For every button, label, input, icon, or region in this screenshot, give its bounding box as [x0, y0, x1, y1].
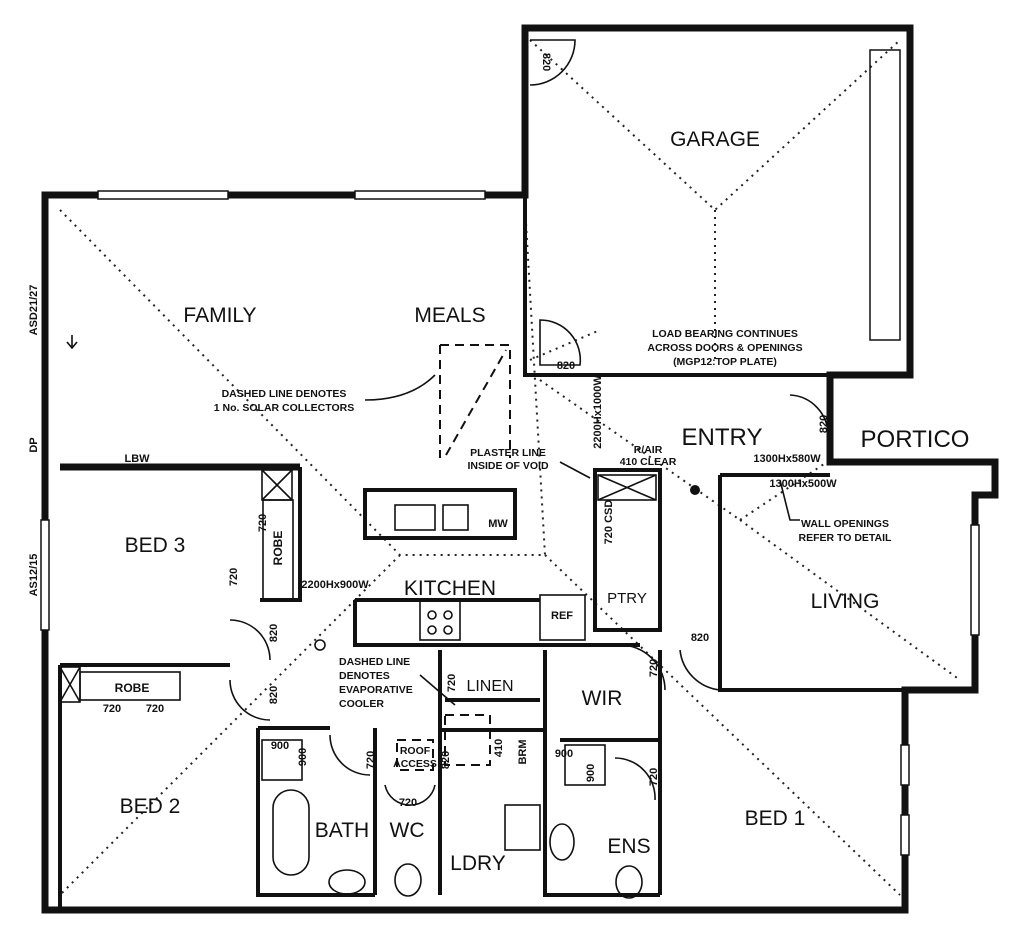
room-bath: BATH — [315, 819, 369, 842]
dim-820: 820 — [440, 751, 452, 769]
note-plaster: PLASTER LINE — [470, 447, 546, 459]
lbw-label: LBW — [124, 453, 150, 465]
dim-opening-1: 2200Hx1000W — [592, 375, 604, 449]
room-wc: WC — [390, 819, 425, 842]
note-load-bearing: (MGP12:TOP PLATE) — [673, 356, 777, 368]
note-roof-access: ACCESS — [393, 758, 437, 770]
note-rair: R/AIR — [634, 444, 663, 456]
dim-820: 820 — [268, 624, 280, 642]
room-family: FAMILY — [183, 304, 256, 327]
room-kitchen: KITCHEN — [404, 577, 496, 600]
label-dp: DP — [28, 437, 40, 452]
dim-900: 900 — [297, 748, 309, 766]
note-solar: DASHED LINE DENOTES — [222, 388, 347, 400]
note-evap: EVAPORATIVE — [339, 684, 413, 696]
fridge-label: REF — [551, 610, 573, 622]
interior-walls — [58, 195, 905, 910]
room-laundry: LDRY — [450, 852, 506, 875]
note-wall-openings: REFER TO DETAIL — [799, 532, 893, 544]
broom-label: BRM — [517, 739, 529, 764]
dim-900: 900 — [585, 764, 597, 782]
label-as: AS12/15 — [28, 554, 40, 597]
room-labels: GARAGE FAMILY MEALS BED 3 KITCHEN PTRY E… — [115, 128, 970, 875]
dim-820: 820 — [268, 686, 280, 704]
note-evap: DENOTES — [339, 670, 390, 682]
note-solar: 1 No. SOLAR COLLECTORS — [214, 402, 354, 414]
dim-720: 720 — [228, 568, 240, 586]
robe-bed3: ROBE — [271, 531, 285, 566]
fixture-labels: MW REF BRM LBW — [124, 453, 573, 765]
note-roof-access: ROOF — [400, 745, 431, 757]
dim-opening-2: 2200Hx900W — [301, 579, 369, 591]
dim-720: 720 — [399, 797, 417, 809]
room-linen: LINEN — [466, 678, 513, 695]
windows — [40, 49, 980, 856]
dim-720: 720 — [365, 751, 377, 769]
dim-820: 820 — [557, 360, 575, 372]
door-swings — [229, 39, 829, 806]
room-living: LIVING — [811, 590, 880, 613]
room-garage: GARAGE — [670, 128, 760, 151]
leader-arrows — [66, 335, 800, 706]
side-labels: ASD21/27 DP AS12/15 — [28, 285, 40, 597]
room-ensuite: ENS — [607, 835, 650, 858]
room-wir: WIR — [582, 687, 623, 710]
dim-720: 720 — [648, 659, 660, 677]
dim-820: 820 — [540, 53, 552, 71]
robe-bed2: ROBE — [115, 681, 150, 695]
dim-820: 820 — [818, 415, 830, 433]
room-bed1: BED 1 — [745, 807, 806, 830]
dim-410: 410 — [493, 739, 505, 757]
dim-720: 720 — [257, 514, 269, 532]
note-rair: 410 CLEAR — [620, 456, 677, 468]
dim-720: 720 — [648, 768, 660, 786]
room-pantry: PTRY — [607, 590, 647, 607]
dim-csd: 720 CSD — [603, 500, 615, 545]
room-meals: MEALS — [414, 304, 485, 327]
note-load-bearing: ACROSS DOORS & OPENINGS — [647, 342, 802, 354]
note-plaster: INSIDE OF VOID — [467, 460, 549, 472]
dim-820: 820 — [691, 632, 709, 644]
dim-900: 900 — [555, 748, 573, 760]
room-entry: ENTRY — [682, 424, 763, 451]
note-evap: DASHED LINE — [339, 656, 410, 668]
dim-720: 720 — [446, 674, 458, 692]
dimension-labels: 820 820 820 820 820 820 820 720 720 720 … — [103, 53, 837, 809]
dim-720: 720 — [103, 703, 121, 715]
dim-900: 900 — [271, 740, 289, 752]
room-portico: PORTICO — [861, 426, 970, 453]
dim-720: 720 — [146, 703, 164, 715]
annotation-notes: DASHED LINE DENOTES 1 No. SOLAR COLLECTO… — [214, 328, 892, 770]
note-evap: COOLER — [339, 698, 384, 710]
roof-hip-lines — [59, 39, 961, 896]
dim-opening-3: 1300Hx580W — [753, 453, 821, 465]
note-load-bearing: LOAD BEARING CONTINUES — [652, 328, 798, 340]
label-asd: ASD21/27 — [28, 285, 40, 336]
dashed-overlays — [396, 344, 511, 771]
note-wall-openings: WALL OPENINGS — [801, 518, 889, 530]
room-bed3: BED 3 — [125, 534, 186, 557]
microwave-label: MW — [488, 518, 508, 530]
room-bed2: BED 2 — [120, 795, 181, 818]
dim-opening-4: 1300Hx500W — [769, 478, 837, 490]
